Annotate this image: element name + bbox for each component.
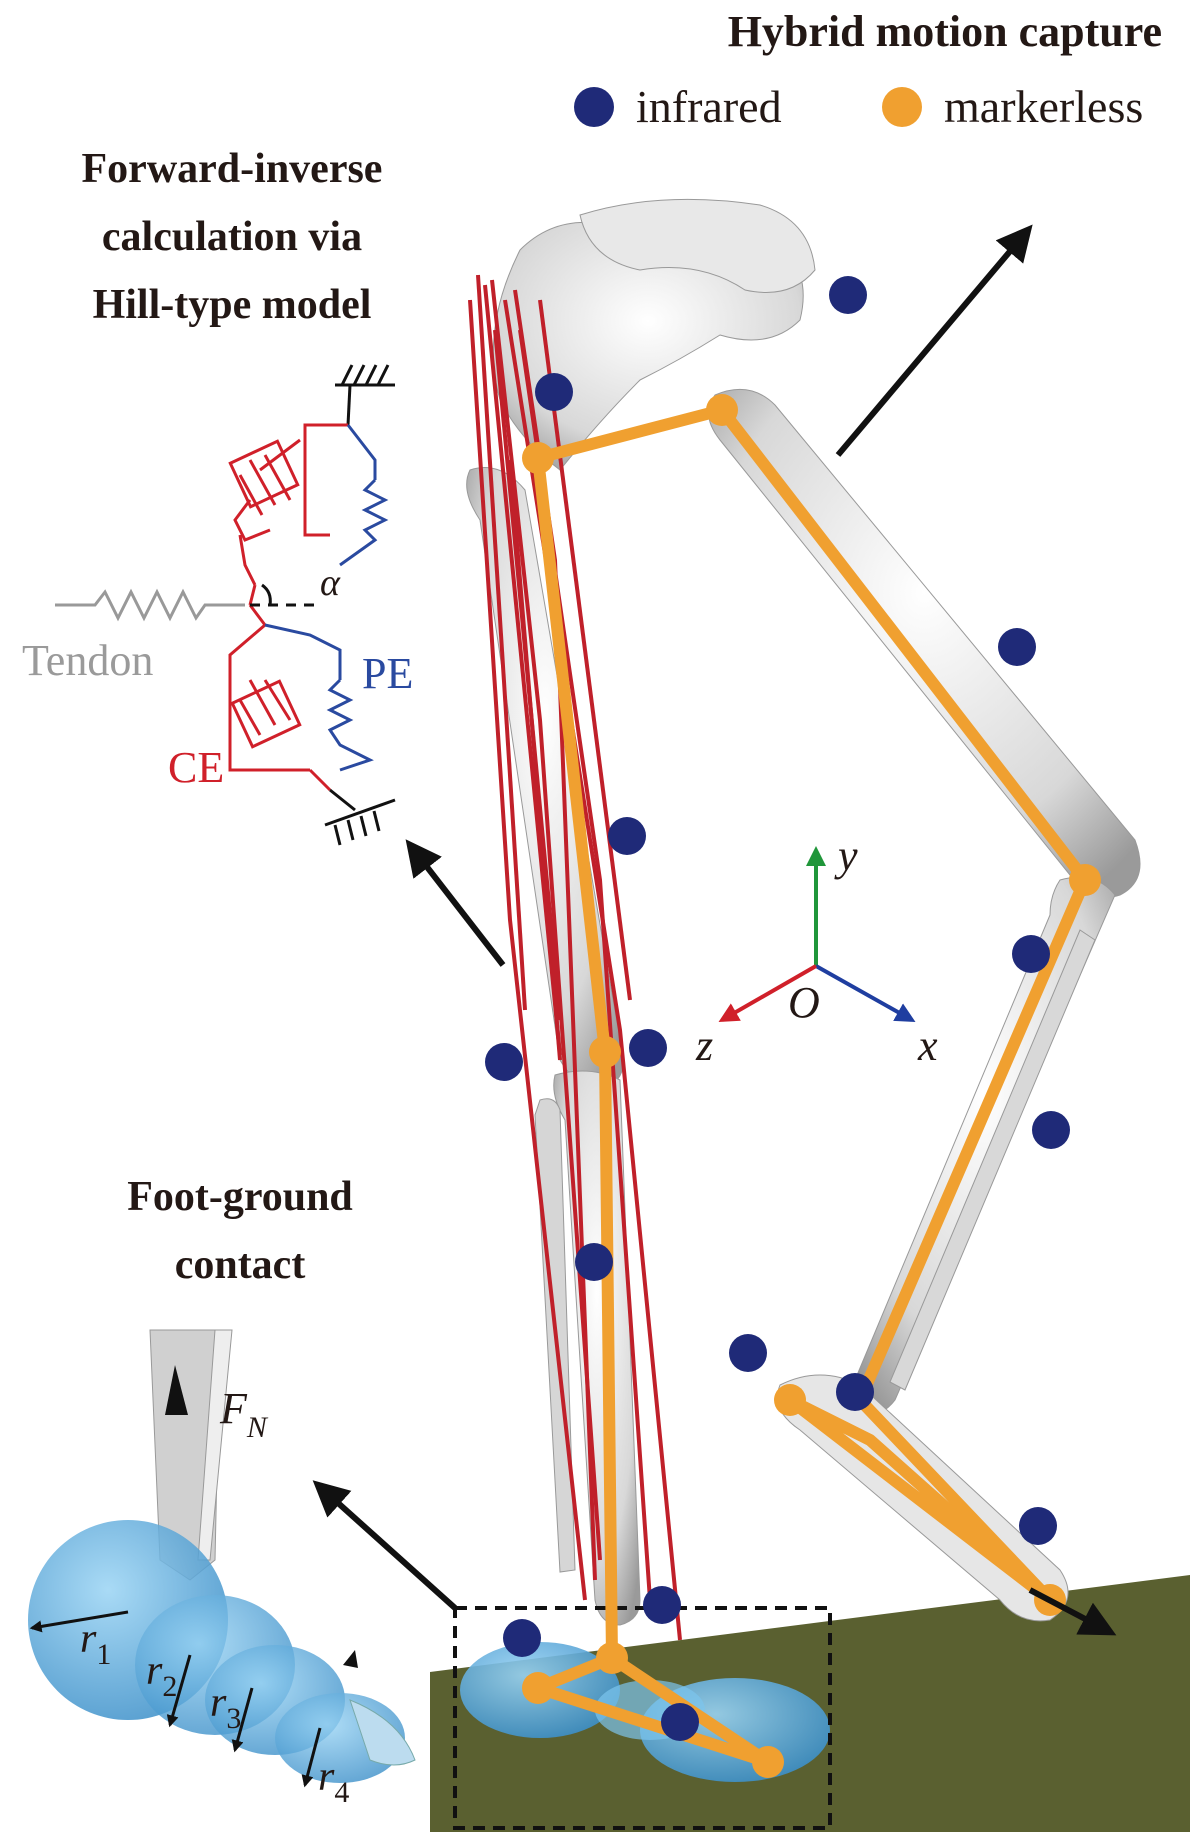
force-subscript: N: [246, 1411, 269, 1444]
infrared-marker: [485, 1043, 523, 1081]
hill-title-line-3: Hill-type model: [93, 282, 372, 328]
axis-x-label: x: [917, 1021, 938, 1070]
markerless-point: [1069, 864, 1101, 896]
axis-z-label: z: [695, 1021, 713, 1070]
z-axis: [718, 964, 817, 1022]
force-label: FN: [219, 1384, 269, 1444]
x-axis: [815, 964, 916, 1022]
infrared-marker: [503, 1619, 541, 1657]
foot-title-line-1: Foot-ground: [127, 1174, 353, 1220]
foot-zoom-box: [453, 1606, 832, 1830]
upper-muscle-unit: [228, 364, 395, 606]
foot-contact-arrow: [312, 1480, 458, 1611]
markerless-point: [522, 442, 554, 474]
infrared-marker: [998, 628, 1036, 666]
infrared-marker: [1019, 1507, 1057, 1545]
pe-label: PE: [362, 649, 413, 698]
hill-title-line-2: calculation via: [102, 214, 362, 260]
infrared-marker: [661, 1703, 699, 1741]
tendon-label: Tendon: [22, 636, 153, 685]
infrared-marker: [1012, 935, 1050, 973]
markerless-point: [706, 394, 738, 426]
hill-model-arrow: [405, 839, 506, 967]
markerless-point: [774, 1384, 806, 1416]
angle-alpha-label: α: [320, 562, 341, 604]
motion-arrows: [312, 224, 1117, 1636]
pennation-angle-arc: [261, 583, 272, 606]
axis-origin-label: O: [788, 978, 820, 1027]
markerless-point: [589, 1036, 621, 1068]
legend-infrared-label: infrared: [636, 81, 782, 132]
infrared-markers: [485, 276, 1070, 1741]
legend-infrared-swatch: [574, 87, 614, 127]
ce-label: CE: [168, 743, 224, 792]
toe-arrow: [1028, 1587, 1117, 1636]
r3-arrow: [231, 1687, 254, 1753]
markerless-point: [752, 1746, 784, 1778]
infrared-marker: [729, 1334, 767, 1372]
legend-markerless-label: markerless: [944, 81, 1143, 132]
infrared-marker: [829, 276, 867, 314]
pelvis-arrow: [835, 224, 1033, 457]
r1-arrow: [29, 1610, 129, 1633]
r3-label: r3: [210, 1680, 241, 1735]
infrared-marker: [1032, 1111, 1070, 1149]
lower-muscle-unit: [228, 604, 396, 846]
muscle-lines: [468, 274, 682, 1641]
r4-arrow: [301, 1727, 322, 1788]
hill-title-line-1: Forward-inverse: [82, 146, 383, 192]
axis-y-label: y: [834, 831, 858, 880]
normal-force-arrowhead: [165, 1365, 188, 1415]
bent-leg-skeleton: [708, 388, 1141, 1622]
infrared-marker: [608, 817, 646, 855]
legend-title: Hybrid motion capture: [728, 7, 1162, 56]
foot-zoom-illustration: [28, 1329, 416, 1788]
r4-label: r4: [318, 1754, 349, 1809]
infrared-marker: [575, 1243, 613, 1281]
r2-arrow: [166, 1654, 192, 1728]
coordinate-axes: [718, 846, 916, 1022]
legend: Hybrid motion capture infrared markerles…: [574, 7, 1162, 132]
tendon-spring: [55, 588, 245, 622]
markerless-point: [596, 1642, 628, 1674]
foot-title-line-2: contact: [175, 1242, 306, 1288]
infrared-marker: [535, 373, 573, 411]
r2-label: r2: [146, 1648, 177, 1703]
infrared-marker: [629, 1029, 667, 1067]
legend-markerless-swatch: [882, 87, 922, 127]
infrared-marker: [643, 1586, 681, 1624]
markerless-point: [522, 1672, 554, 1704]
infrared-marker: [836, 1373, 874, 1411]
r1-label: r1: [80, 1616, 111, 1671]
hill-model-title: Forward-inverse calculation via Hill-typ…: [82, 146, 383, 328]
hill-model-diagram: [55, 364, 396, 846]
